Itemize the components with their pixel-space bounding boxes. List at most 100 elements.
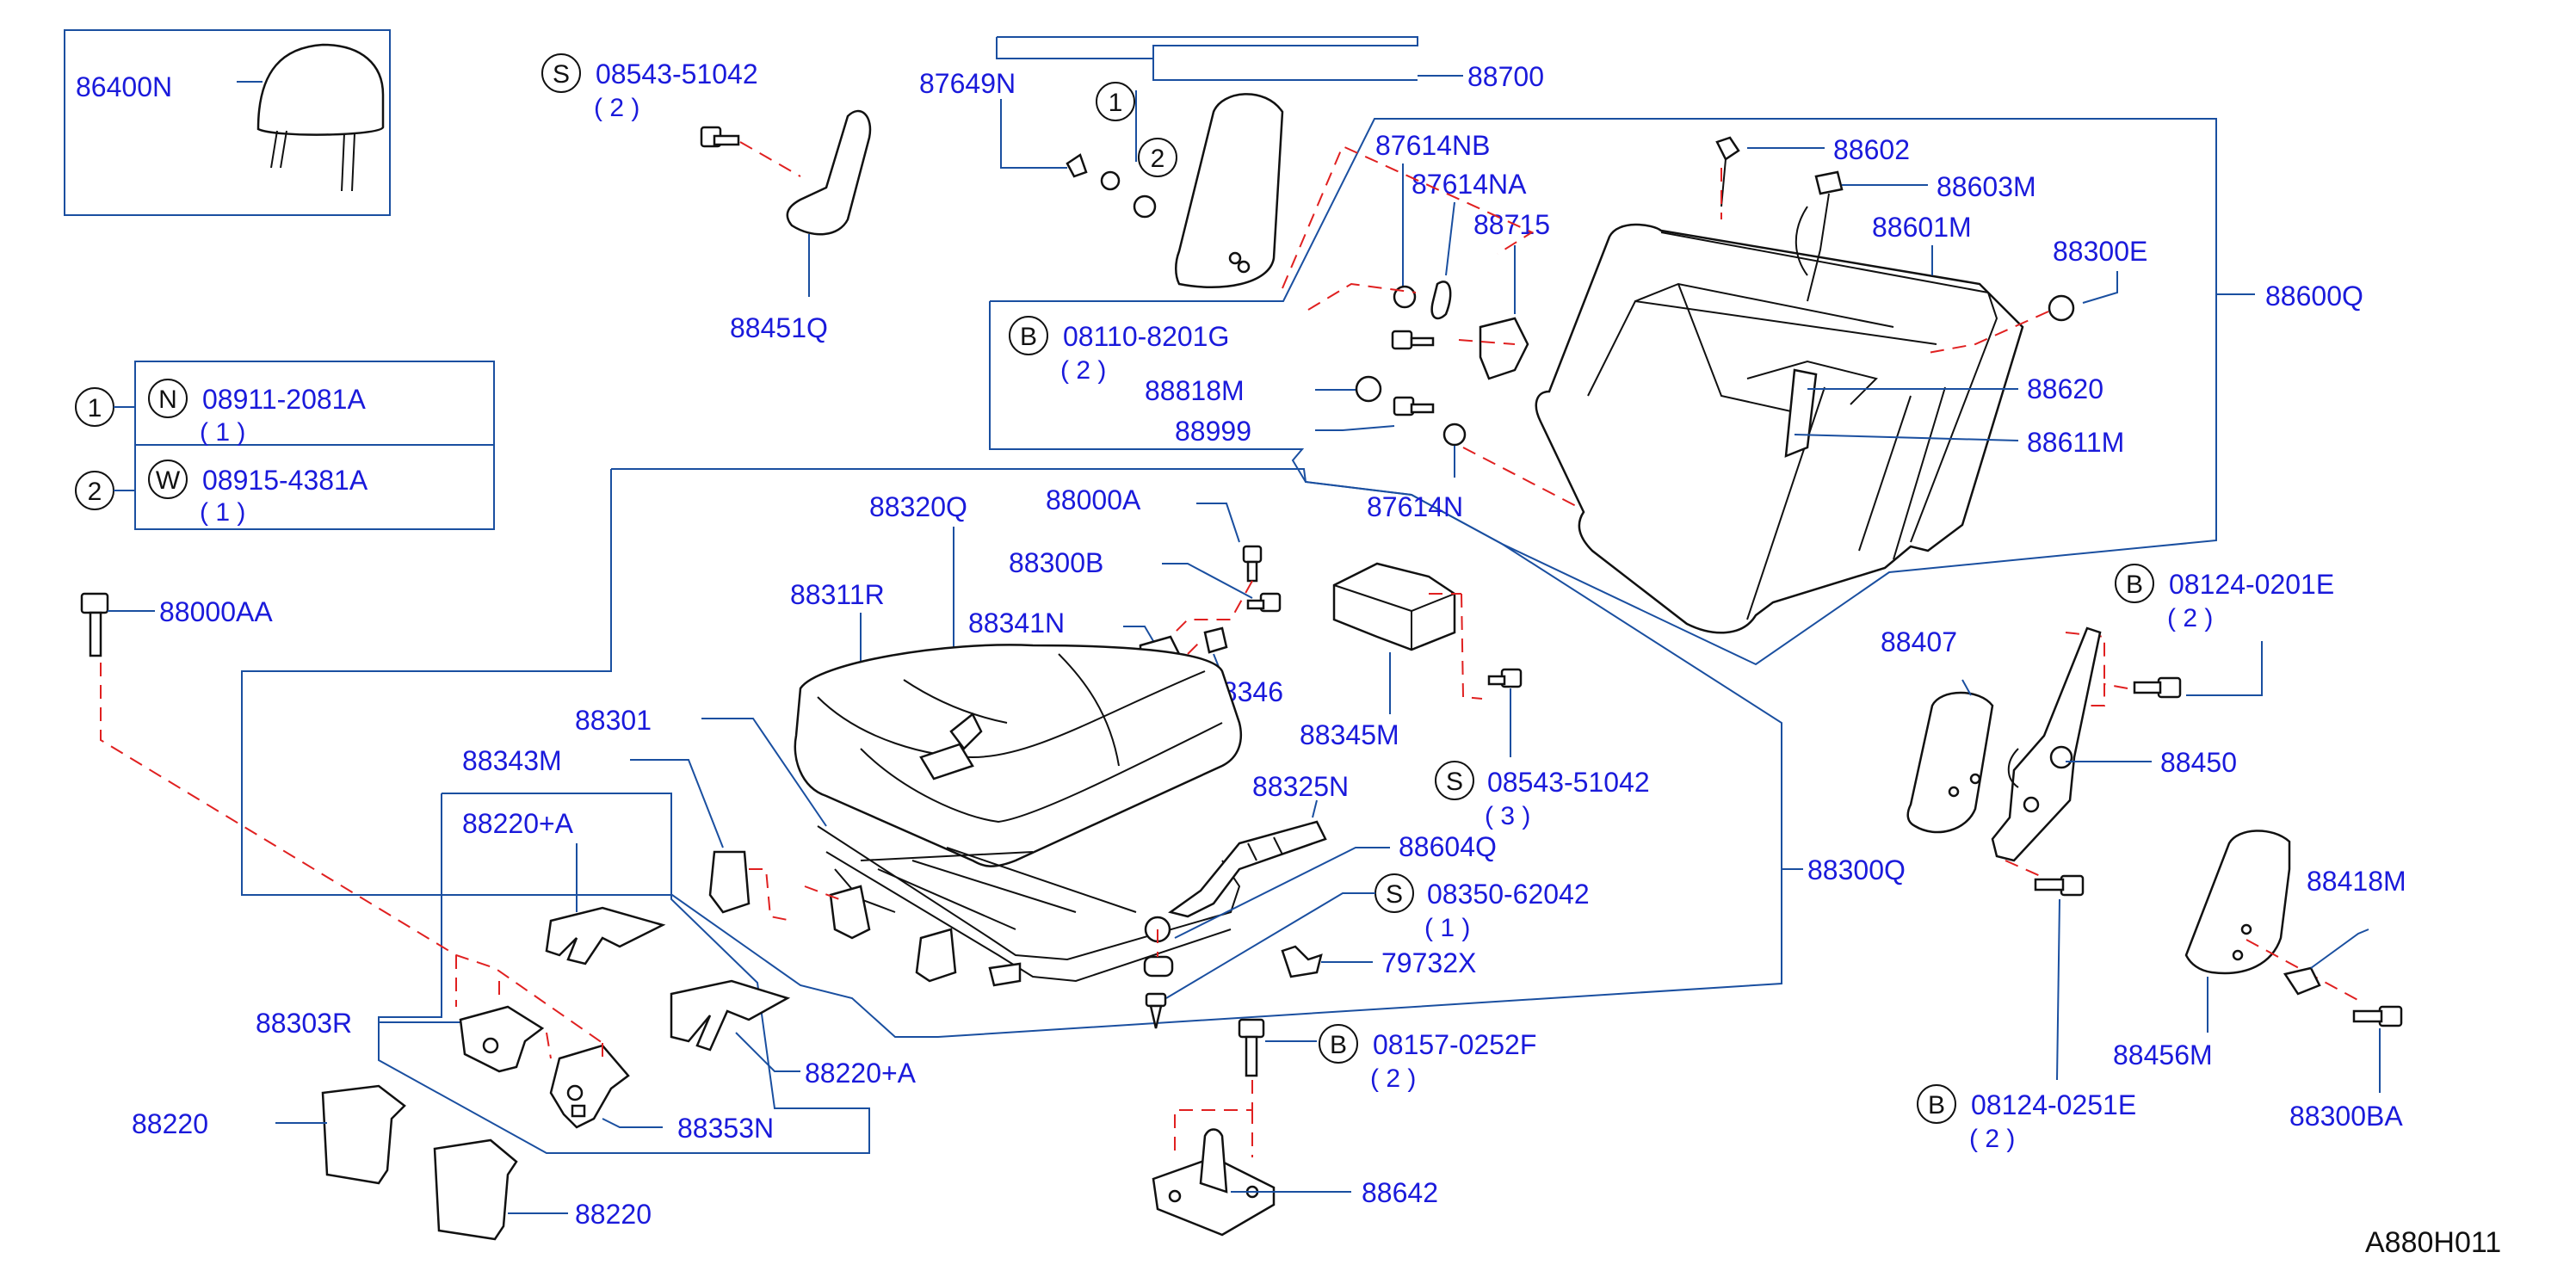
fastener-qty-f2: ( 2 ) — [1060, 356, 1106, 385]
callout-2: 2 — [1151, 145, 1165, 173]
fastener-code-08157-0252F: 08157-0252F — [1373, 1029, 1536, 1060]
fastener-qty-f7: ( 2 ) — [1969, 1125, 2015, 1153]
fastener-code-08110-8201G: 08110-8201G — [1063, 321, 1229, 352]
cover-88456M — [2184, 830, 2291, 975]
small-fasteners-87614 — [1355, 281, 1529, 447]
part-label-88341N: 88341N — [968, 608, 1065, 638]
fastener-symbol-B-2: B — [1020, 323, 1037, 351]
part-label-88300B: 88300B — [1009, 547, 1103, 578]
legend-ref-1: 1 — [88, 394, 102, 423]
seatback-upper-88700 — [1175, 93, 1284, 288]
callout-1: 1 — [1109, 89, 1123, 117]
part-label-88600Q: 88600Q — [2265, 281, 2363, 312]
part-label-88300BA: 88300BA — [2289, 1101, 2403, 1132]
seat-cushion-88320Q — [794, 644, 1243, 867]
rail-cover-88220A-lower — [670, 979, 791, 1052]
headrest-drawing — [256, 43, 385, 192]
part-label-88642: 88642 — [1362, 1177, 1438, 1208]
rail-bracket-88353N — [549, 1044, 630, 1129]
bushing-88604Q — [1143, 916, 1174, 978]
legend-code-08911-2081A: 08911-2081A — [202, 384, 366, 415]
cover-88407 — [1906, 691, 1994, 834]
part-label-88818M: 88818M — [1145, 375, 1245, 406]
part-label-87614NB: 87614NB — [1375, 130, 1490, 161]
fastener-code-08124-0201E: 08124-0201E — [2169, 569, 2334, 600]
fastener-qty-f5: ( 1 ) — [1424, 914, 1470, 942]
fastener-qty-f3: ( 2 ) — [2167, 604, 2213, 632]
part-label-88601M: 88601M — [1872, 212, 1972, 243]
part-label-88999: 88999 — [1175, 416, 1251, 447]
rail-cover-88220A-upper — [545, 906, 666, 965]
fastener-code-08543-51042-a: 08543-51042 — [596, 59, 758, 89]
part-label-88620: 88620 — [2027, 373, 2103, 404]
bolt-88300BA — [2352, 1005, 2403, 1027]
bolt-f7 — [2034, 874, 2085, 897]
seatback-group-frame — [989, 118, 2217, 666]
clip-88346 — [1203, 626, 1228, 654]
fastener-qty-f1: ( 2 ) — [594, 94, 639, 122]
part-label-88715: 88715 — [1473, 209, 1550, 240]
part-label-88450: 88450 — [2160, 747, 2237, 778]
fastener-code-08124-0251E: 08124-0251E — [1971, 1089, 2136, 1120]
part-label-88325N: 88325N — [1252, 771, 1349, 802]
clip-79732X — [1281, 945, 1323, 978]
fastener-symbol-B-6: B — [1330, 1031, 1347, 1059]
part-label-88320Q: 88320Q — [869, 491, 967, 522]
part-label-88300E: 88300E — [2053, 236, 2147, 267]
part-label-88301: 88301 — [575, 705, 652, 736]
latch-88642 — [1152, 1128, 1276, 1237]
diagram-code: A880H011 — [2365, 1226, 2501, 1259]
legend-qty-2: ( 1 ) — [200, 498, 245, 527]
rail-group-frame — [378, 793, 870, 1154]
clips-87649N — [1066, 153, 1157, 219]
screw-f5 — [1145, 992, 1167, 1029]
part-label-87614N: 87614N — [1367, 491, 1463, 522]
part-label-88456M: 88456M — [2113, 1039, 2213, 1070]
part-label-88300Q: 88300Q — [1807, 854, 1906, 885]
part-label-88418M: 88418M — [2307, 866, 2406, 897]
part-label-88602: 88602 — [1833, 134, 1910, 165]
bolt-88300B — [1246, 592, 1282, 613]
fastener-symbol-S-4: S — [1446, 768, 1463, 796]
seat-frame-88301 — [817, 825, 1241, 987]
legend-qty-1: ( 1 ) — [200, 418, 245, 447]
fastener-symbol-S-5: S — [1386, 880, 1403, 909]
clip-88418M — [2283, 966, 2321, 996]
part-label-86400N: 86400N — [76, 71, 172, 102]
part-label-88451Q: 88451Q — [730, 312, 828, 343]
legend-code-08915-4381A: 08915-4381A — [202, 465, 368, 496]
rail-bracket-88303R — [459, 1005, 545, 1073]
part-label-88603M: 88603M — [1937, 171, 2036, 202]
fastener-symbol-B-3: B — [2126, 571, 2143, 599]
cover-88220-lower — [433, 1138, 518, 1241]
recliner-88450 — [1991, 626, 2102, 862]
cover-88343M — [708, 850, 751, 914]
fastener-qty-f4: ( 3 ) — [1485, 802, 1530, 830]
fastener-code-08543-51042-b: 08543-51042 — [1487, 767, 1650, 798]
part-label-88220A-1: 88220+A — [462, 808, 574, 839]
part-label-88311R: 88311R — [790, 579, 885, 610]
seatback-88601M — [1535, 223, 2024, 634]
part-label-88220-2: 88220 — [575, 1199, 652, 1230]
part-label-88000A: 88000A — [1046, 484, 1141, 515]
bolt-88000AA — [80, 592, 109, 657]
legend-ref-2: 2 — [88, 478, 102, 506]
headrest-guides — [1715, 136, 1844, 302]
legend-symbol-N: N — [158, 386, 177, 414]
part-label-88700: 88700 — [1467, 61, 1544, 92]
belt-88325N — [1168, 820, 1327, 918]
nut-88300E — [2048, 294, 2075, 322]
part-label-87649N: 87649N — [919, 68, 1016, 99]
bolt-f3 — [2133, 676, 2182, 699]
screw-f1 — [700, 126, 740, 148]
cover-88220-upper — [321, 1084, 406, 1185]
fastener-symbol-S-1: S — [553, 60, 570, 89]
part-label-88345M: 88345M — [1300, 719, 1399, 750]
fastener-qty-f6: ( 2 ) — [1370, 1064, 1416, 1093]
part-label-88611M: 88611M — [2027, 427, 2124, 458]
part-label-88353N: 88353N — [677, 1113, 774, 1144]
bolt-88000A — [1242, 545, 1263, 583]
part-label-87614NA: 87614NA — [1412, 169, 1527, 200]
part-label-88407: 88407 — [1881, 626, 1957, 657]
part-label-88604Q: 88604Q — [1399, 831, 1497, 862]
